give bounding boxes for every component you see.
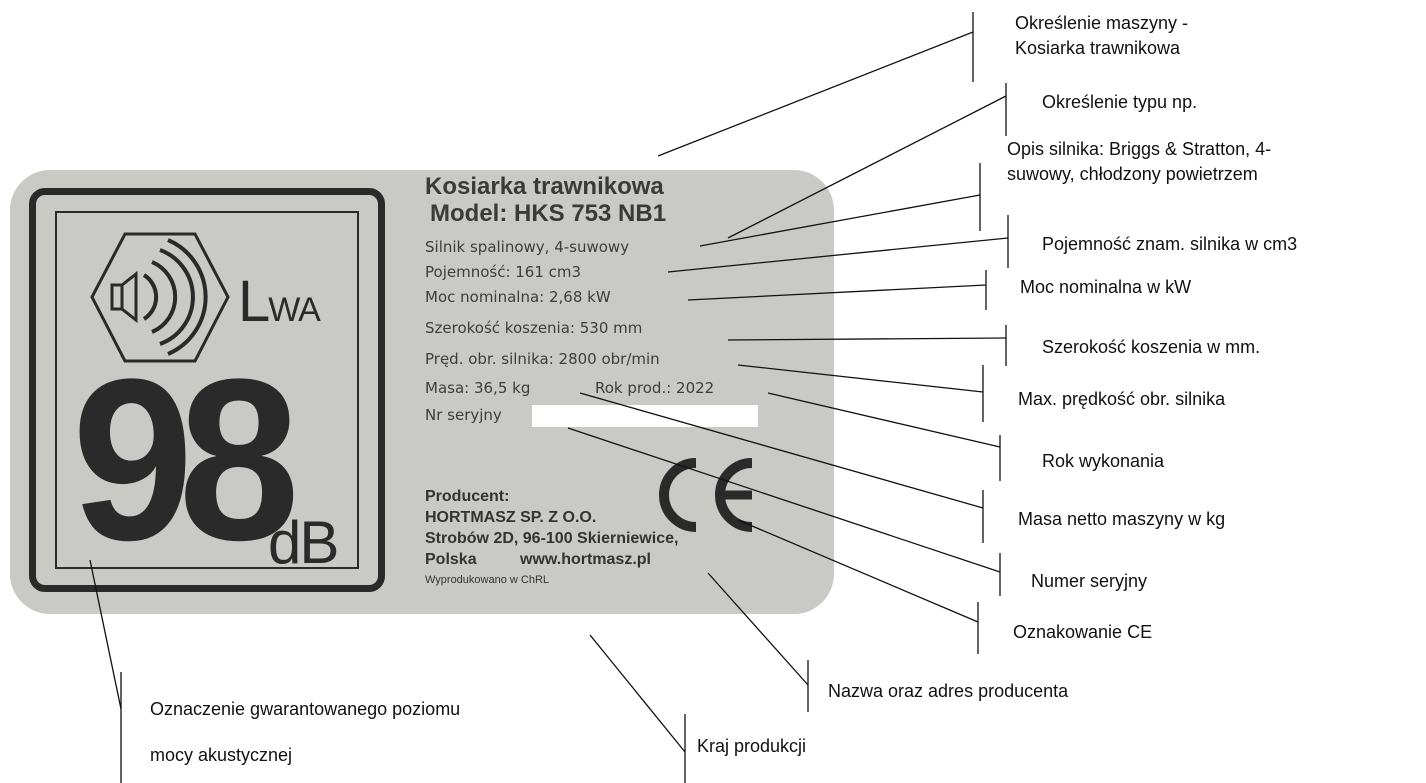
callout-country: Kraj produkcji (697, 736, 807, 756)
manufacturer-address: Strobów 2D, 96-100 Skierniewice, (425, 530, 679, 547)
callout-mass: Masa netto maszyny w kg (1018, 509, 1226, 529)
spec-mass: Masa: 36,5 kg (425, 379, 531, 397)
callout-type: Określenie typu np. (1042, 92, 1198, 112)
manufacturer-website: www.hortmasz.pl (520, 551, 651, 568)
callout-engine-speed: Max. prędkość obr. silnika (1018, 389, 1226, 409)
callout-machine-line1: Określenie maszyny - (1015, 13, 1189, 33)
plate-title: Kosiarka trawnikowa (425, 173, 664, 200)
spec-cutting-width: Szerokość koszenia: 530 mm (425, 319, 643, 337)
spec-power: Moc nominalna: 2,68 kW (425, 288, 611, 306)
spec-capacity: Pojemność: 161 cm3 (425, 263, 582, 281)
country-of-origin: Wyprodukowano w ChRL (425, 574, 550, 586)
callout-power: Moc nominalna w kW (1020, 277, 1192, 297)
manufacturer-country: Polska (425, 551, 477, 568)
spec-engine-speed: Pręd. obr. silnika: 2800 obr/min (425, 350, 660, 368)
noise-frame-inner (55, 211, 359, 569)
callout-cutting-width: Szerokość koszenia w mm. (1042, 337, 1261, 357)
noise-level-value: 98 (72, 331, 300, 588)
noise-level-unit: dB (268, 509, 339, 576)
callout-engine-line1: Opis silnika: Briggs & Stratton, 4- (1007, 139, 1272, 159)
callout-noise-line1: Oznaczenie gwarantowanego poziomu (150, 699, 461, 719)
speaker-hexagon-icon (90, 232, 230, 363)
callout-engine-line2: suwowy, chłodzony powietrzem (1007, 164, 1258, 184)
noise-frame-outer (29, 188, 385, 592)
manufacturer-name: HORTMASZ SP. Z O.O. (425, 509, 597, 526)
lwa-letter: L (238, 269, 270, 334)
rating-plate (10, 170, 834, 614)
callout-noise-line2: mocy akustycznej (150, 745, 293, 765)
serial-number-field (532, 405, 758, 427)
callout-year: Rok wykonania (1042, 451, 1165, 471)
callout-manufacturer: Nazwa oraz adres producenta (828, 681, 1069, 701)
serial-label: Nr seryjny (425, 406, 502, 424)
plate-model: Model: HKS 753 NB1 (430, 200, 667, 227)
callout-serial: Numer seryjny (1031, 571, 1148, 591)
spec-engine: Silnik spalinowy, 4-suwowy (425, 238, 630, 256)
lwa-subscript: WA (268, 291, 321, 329)
lwa-label: LWA (238, 268, 321, 335)
callout-ce: Oznakowanie CE (1013, 622, 1153, 642)
manufacturer-heading: Producent: (425, 488, 510, 505)
callout-capacity: Pojemność znam. silnika w cm3 (1042, 234, 1298, 254)
spec-year: Rok prod.: 2022 (595, 379, 715, 397)
callout-machine-line2: Kosiarka trawnikowa (1015, 38, 1181, 58)
